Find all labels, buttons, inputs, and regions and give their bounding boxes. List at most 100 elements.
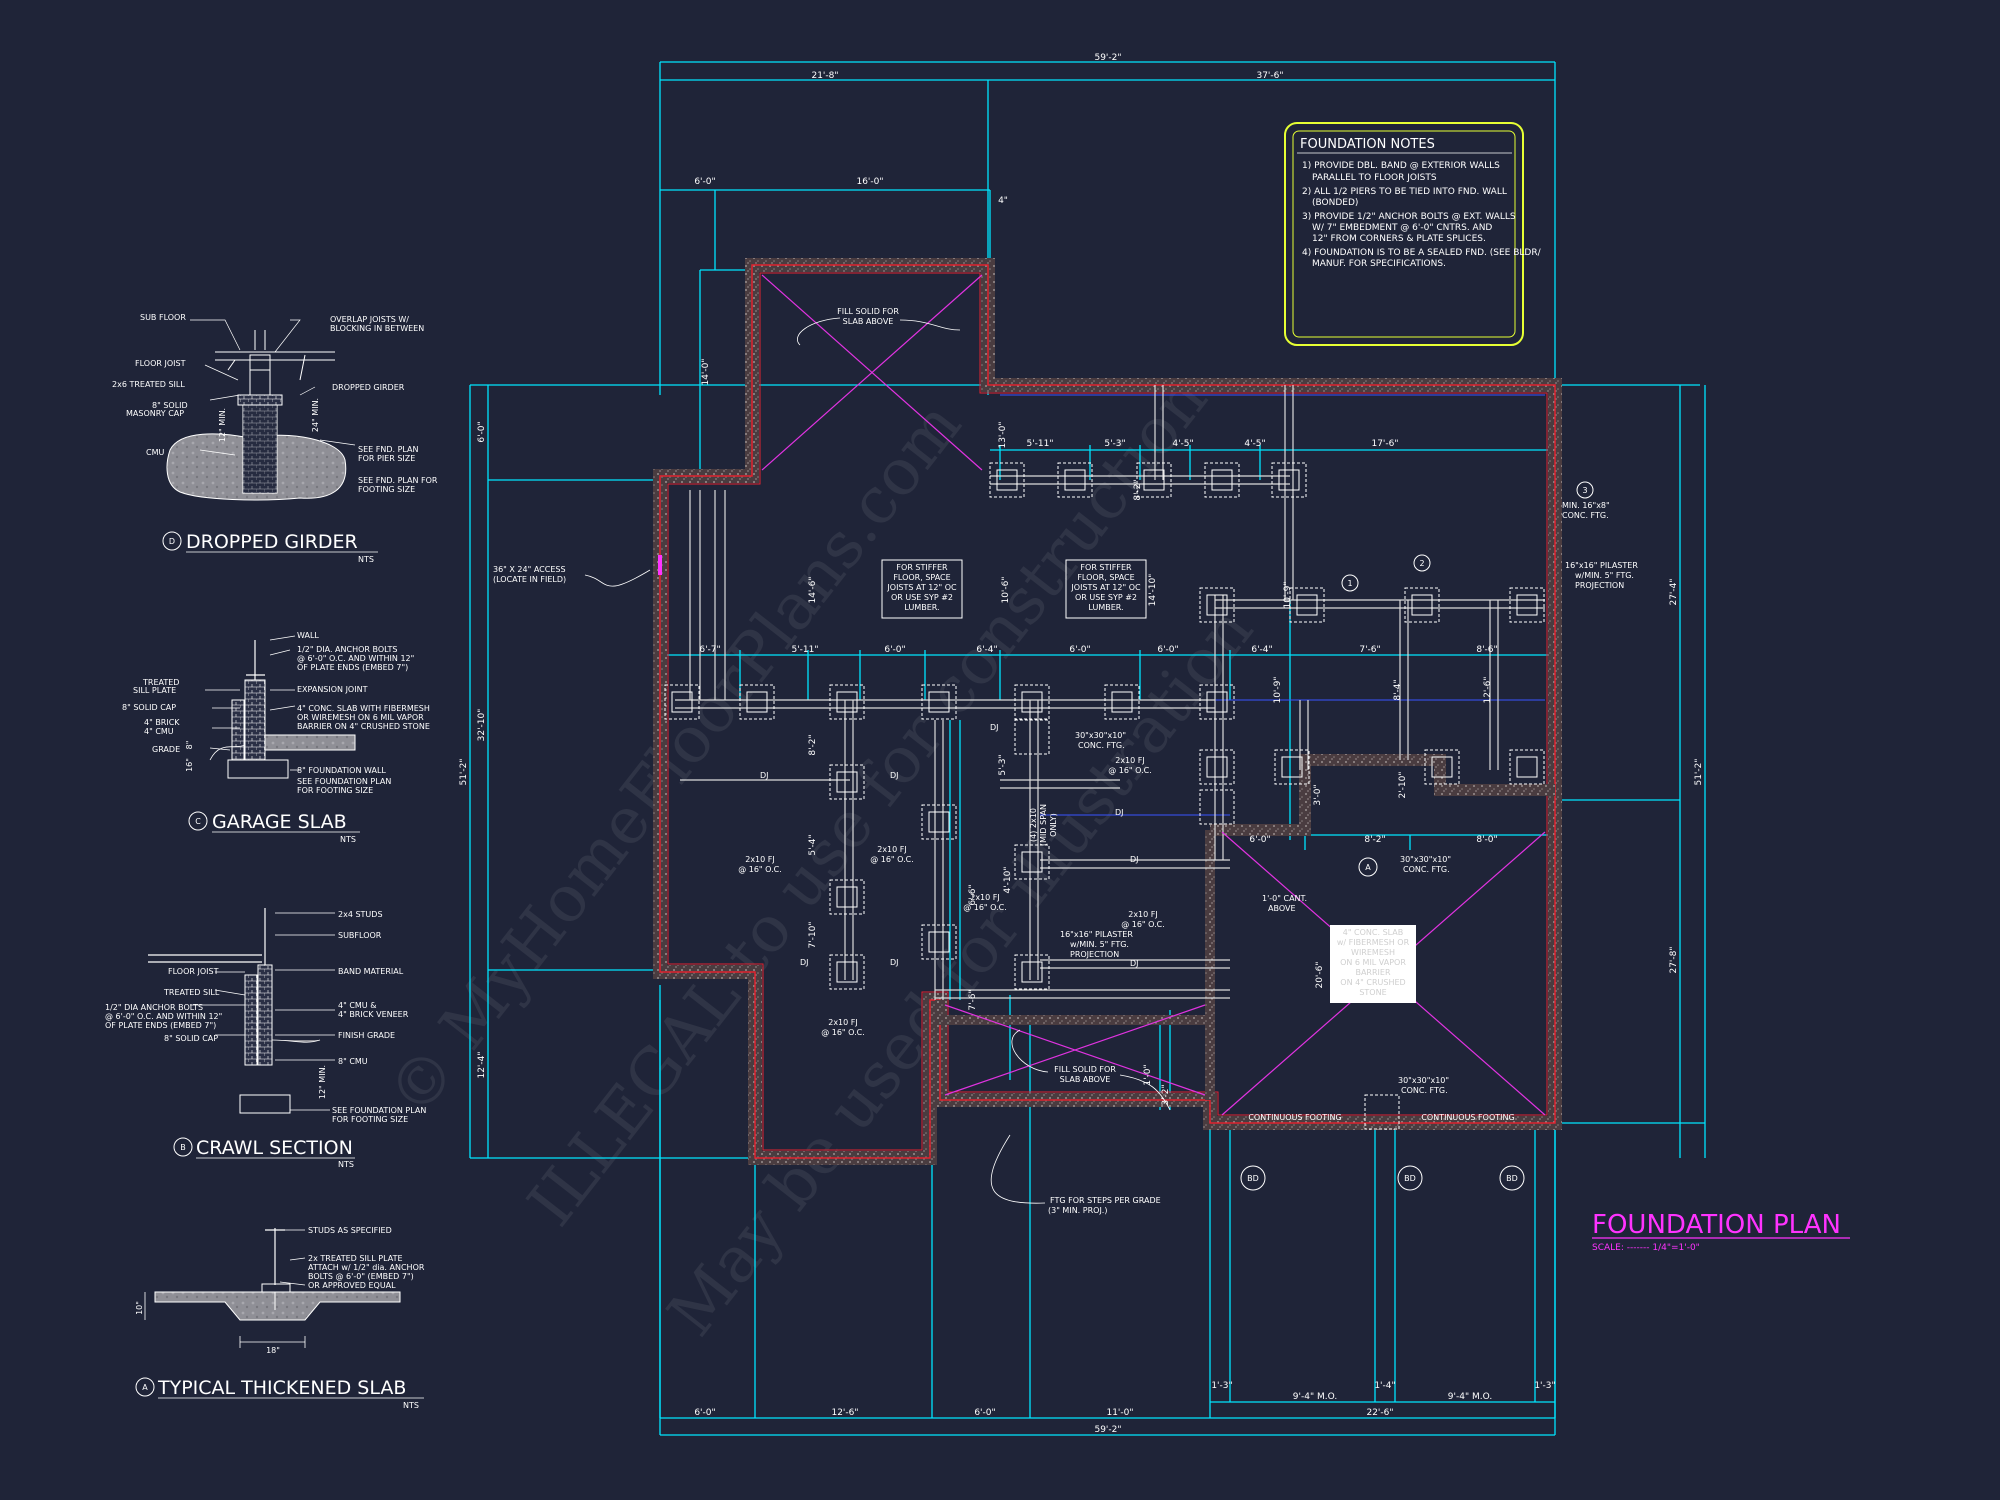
svg-text:8" CMU: 8" CMU bbox=[338, 1057, 368, 1066]
svg-text:FLOOR JOIST: FLOOR JOIST bbox=[168, 967, 219, 976]
dj-6: DJ bbox=[1130, 855, 1139, 864]
dim-bottom-10: 1'-3" bbox=[1534, 1381, 1555, 1391]
svg-text:16": 16" bbox=[185, 758, 194, 772]
interior-dimension-label: 20'-6" bbox=[1315, 961, 1325, 988]
beam-1: (4) 2x10 bbox=[1029, 808, 1038, 842]
foundation-walls bbox=[653, 258, 1562, 1165]
dj-5: DJ bbox=[1115, 808, 1124, 817]
svg-text:8" FOUNDATION WALL: 8" FOUNDATION WALL bbox=[297, 766, 386, 775]
tag-bd-2: BD bbox=[1404, 1174, 1416, 1183]
piers bbox=[664, 462, 1545, 1130]
svg-text:A: A bbox=[142, 1383, 148, 1392]
access-1: 36" X 24" ACCESS bbox=[493, 565, 566, 574]
cant-1: 1'-0" CANT. bbox=[1262, 894, 1307, 903]
dj-2: DJ bbox=[890, 771, 899, 780]
interior-dimension-label: 4'-10" bbox=[1003, 866, 1013, 893]
joist-5b: @ 16" O.C. bbox=[1121, 920, 1165, 929]
svg-text:2x6 TREATED SILL: 2x6 TREATED SILL bbox=[112, 380, 185, 389]
ftg-1a: 30"x30"x10" bbox=[1075, 731, 1126, 740]
dim-top-overall: 59'-2" bbox=[1094, 53, 1121, 63]
dim-left-2: 32'-10" bbox=[477, 709, 487, 742]
pilaster-2a: 16"x16" PILASTER bbox=[1060, 930, 1133, 939]
svg-text:NTS: NTS bbox=[338, 1160, 354, 1169]
svg-text:BARRIER ON 4" CRUSHED STONE: BARRIER ON 4" CRUSHED STONE bbox=[297, 722, 430, 731]
svg-text:SEE FND. PLAN: SEE FND. PLAN bbox=[358, 445, 419, 454]
svg-text:SEE FND. PLAN FOR: SEE FND. PLAN FOR bbox=[358, 476, 438, 485]
svg-text:SEE FOUNDATION PLAN: SEE FOUNDATION PLAN bbox=[297, 777, 391, 786]
interior-dimension-label: 5'-3" bbox=[998, 754, 1008, 775]
svg-text:@ 6'-0" O.C. AND WITHIN 12": @ 6'-0" O.C. AND WITHIN 12" bbox=[297, 654, 414, 663]
svg-text:D: D bbox=[169, 537, 175, 546]
dim-bottom-4: 11'-0" bbox=[1106, 1408, 1133, 1418]
svg-text:4" CONC. SLAB WITH FIBERMESH: 4" CONC. SLAB WITH FIBERMESH bbox=[297, 704, 430, 713]
dim-top-left: 21'-8" bbox=[811, 71, 838, 81]
fill-top-1: FILL SOLID FOR bbox=[837, 307, 899, 316]
cont-footing-1: CONTINUOUS FOOTING bbox=[1248, 1113, 1341, 1122]
svg-text:4" BRICK: 4" BRICK bbox=[144, 718, 180, 727]
girder-beams bbox=[675, 385, 1545, 1000]
joist-4b: @ 16" O.C. bbox=[1108, 766, 1152, 775]
access-2: (LOCATE IN FIELD) bbox=[493, 575, 566, 584]
interior-dimension-label: 5'-4" bbox=[808, 834, 818, 855]
joist-6b: @ 16" O.C. bbox=[821, 1028, 865, 1037]
interior-dimension-label: 7'-10" bbox=[808, 921, 818, 948]
joist-1a: 2x10 FJ bbox=[745, 855, 775, 864]
svg-text:OF PLATE ENDS (EMBED 7"): OF PLATE ENDS (EMBED 7") bbox=[297, 663, 408, 672]
ftg-2b: CONC. FTG. bbox=[1403, 865, 1450, 874]
svg-text:8" SOLID CAP: 8" SOLID CAP bbox=[122, 703, 176, 712]
dj-1: DJ bbox=[760, 771, 769, 780]
dim-bottom-8: 1'-4" bbox=[1374, 1381, 1395, 1391]
svg-text:SILL PLATE: SILL PLATE bbox=[133, 686, 176, 695]
interior-dimension-label: 6'-0" bbox=[1069, 645, 1090, 655]
interior-dimension-label: 1'-0" bbox=[1143, 1064, 1153, 1085]
fill-bottom-2: SLAB ABOVE bbox=[1060, 1075, 1111, 1084]
interior-dimensions: 5'-11"5'-3"4'-5"4'-5"17'-6"6'-7"5'-11"6'… bbox=[699, 421, 1497, 1105]
slab-note-1: 4" CONC. SLAB bbox=[1343, 928, 1404, 937]
interior-dimension-label: 8'-0" bbox=[1476, 835, 1497, 845]
svg-text:FOR PIER SIZE: FOR PIER SIZE bbox=[358, 454, 415, 463]
note-line-1: 1) PROVIDE DBL. BAND @ EXTERIOR WALLS bbox=[1302, 161, 1500, 171]
interior-dimension-label: 8'-2" bbox=[808, 734, 818, 755]
pilaster-1a: 16"x16" PILASTER bbox=[1565, 561, 1638, 570]
svg-text:12" MIN.: 12" MIN. bbox=[318, 1065, 327, 1099]
detail-d-title: DROPPED GIRDER bbox=[186, 531, 358, 553]
interior-dimension-label: 8'-2" bbox=[1133, 479, 1143, 500]
interior-dimension-label: 6'-0" bbox=[884, 645, 905, 655]
interior-dimension-label: 8'-2" bbox=[1364, 835, 1385, 845]
dimension-text: 59'-2" 21'-8" 37'-6" 6'-0" 16'-0" 4" 59'… bbox=[459, 53, 1704, 1435]
svg-text:1/2" DIA ANCHOR BOLTS: 1/2" DIA ANCHOR BOLTS bbox=[105, 1003, 203, 1012]
svg-text:ATTACH w/ 1/2" dia. ANCHOR: ATTACH w/ 1/2" dia. ANCHOR bbox=[308, 1263, 425, 1272]
dj-4: DJ bbox=[890, 958, 899, 967]
tag-bd-3: BD bbox=[1506, 1174, 1518, 1183]
svg-text:OVERLAP JOISTS W/: OVERLAP JOISTS W/ bbox=[330, 315, 409, 324]
dj-8: DJ bbox=[990, 723, 999, 732]
dim-bottom-overall: 59'-2" bbox=[1094, 1425, 1121, 1435]
joist-6a: 2x10 FJ bbox=[828, 1018, 858, 1027]
dim-bottom-9: 9'-4" M.O. bbox=[1448, 1392, 1492, 1402]
ftg-2a: 30"x30"x10" bbox=[1400, 855, 1451, 864]
svg-text:JOISTS AT 12" OC: JOISTS AT 12" OC bbox=[1070, 583, 1141, 592]
svg-text:JOISTS AT 12" OC: JOISTS AT 12" OC bbox=[886, 583, 957, 592]
svg-text:24" MIN.: 24" MIN. bbox=[311, 398, 320, 432]
svg-text:OR APPROVED EQUAL: OR APPROVED EQUAL bbox=[308, 1281, 396, 1290]
pilaster-1c: PROJECTION bbox=[1575, 581, 1624, 590]
note-line-8: 4) FOUNDATION IS TO BE A SEALED FND. (SE… bbox=[1302, 248, 1542, 258]
svg-text:MASONRY CAP: MASONRY CAP bbox=[126, 409, 184, 418]
interior-dimension-label: 17'-6" bbox=[1371, 439, 1398, 449]
svg-text:GRADE: GRADE bbox=[152, 745, 180, 754]
svg-text:OR USE SYP #2: OR USE SYP #2 bbox=[891, 593, 953, 602]
plan-scale: SCALE: ------- 1/4"=1'-0" bbox=[1592, 1243, 1700, 1253]
joist-2a: 2x10 FJ bbox=[877, 845, 907, 854]
detail-a-title: TYPICAL THICKENED SLAB bbox=[157, 1377, 406, 1399]
joist-3a: 2x10 FJ bbox=[970, 893, 1000, 902]
slab-note-4: ON 6 MIL VAPOR bbox=[1340, 958, 1406, 967]
interior-dimension-label: 7'-6" bbox=[968, 989, 978, 1010]
dj-3: DJ bbox=[800, 958, 809, 967]
ftg-3a: 30"x30"x10" bbox=[1398, 1076, 1449, 1085]
interior-dimension-label: 14'-6" bbox=[808, 576, 818, 603]
fill-top-2: SLAB ABOVE bbox=[843, 317, 894, 326]
svg-text:OF PLATE ENDS (EMBED 7"): OF PLATE ENDS (EMBED 7") bbox=[105, 1021, 216, 1030]
svg-text:NTS: NTS bbox=[403, 1401, 419, 1410]
slab-note-2: w/ FIBERMESH OR bbox=[1337, 938, 1410, 947]
interior-dimension-label: 3'-2" bbox=[1161, 1084, 1171, 1105]
